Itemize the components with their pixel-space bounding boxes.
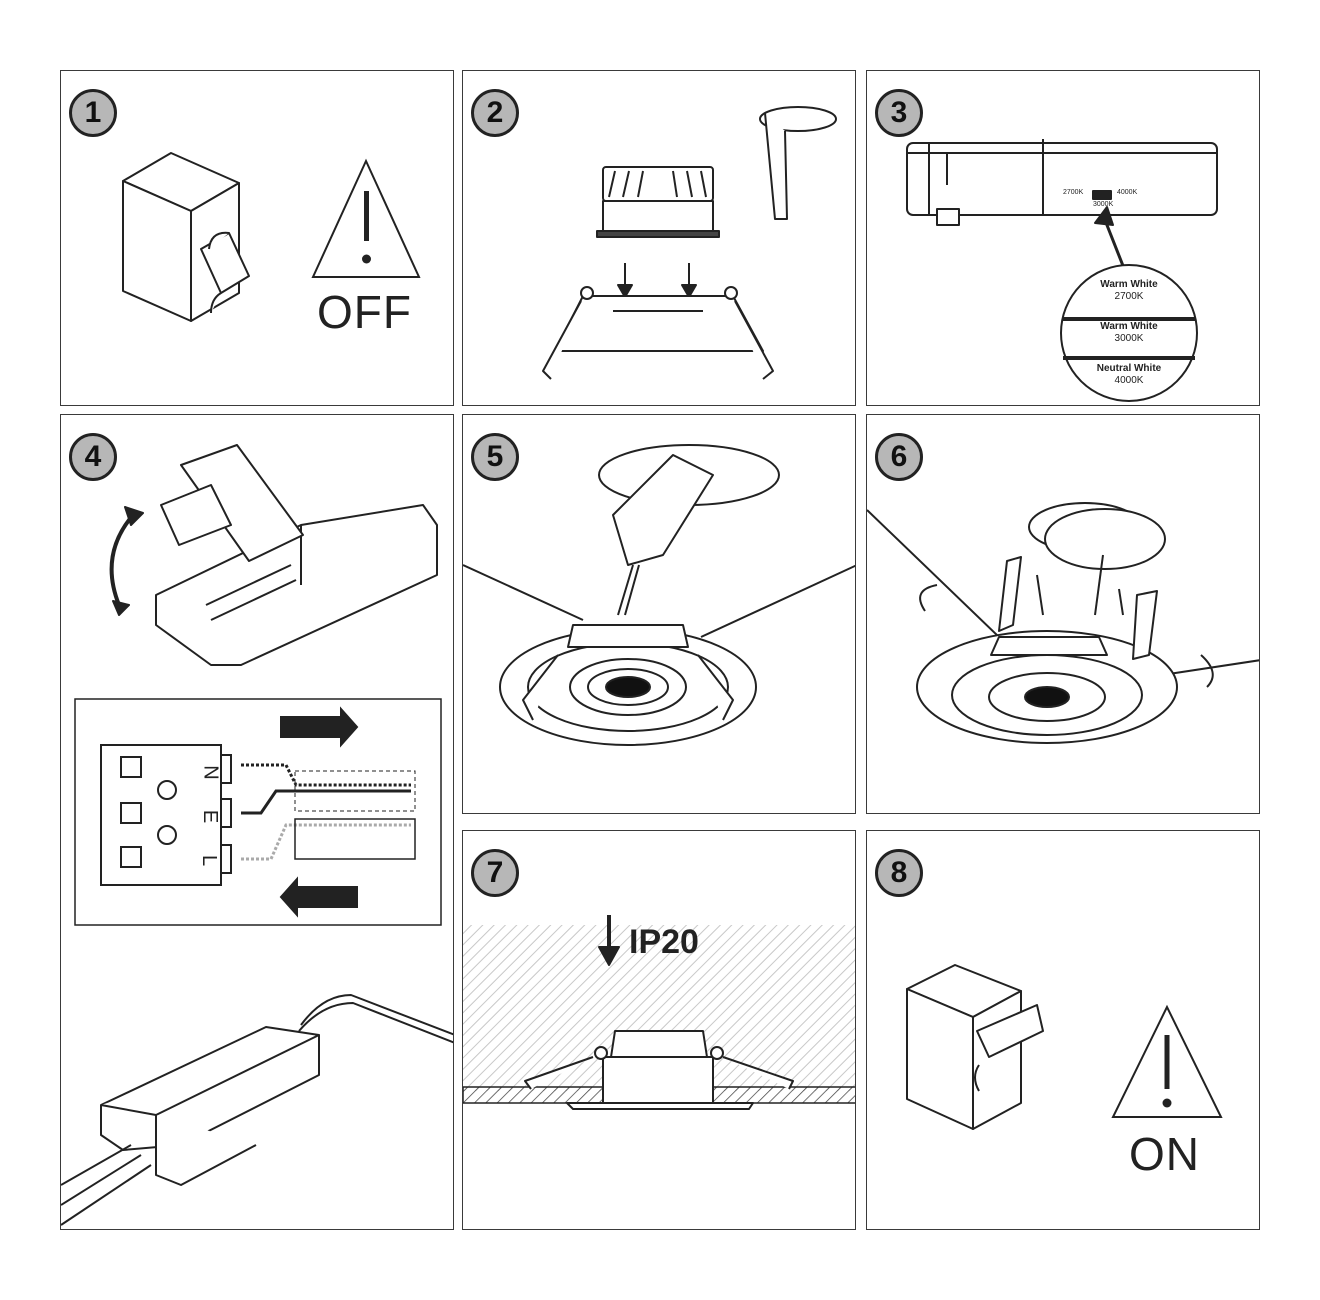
color-temp-warm-2700: Warm White 2700K [1079,279,1179,303]
color-temp-name: Warm White [1100,279,1158,290]
color-temp-name: Neutral White [1096,363,1162,374]
ceiling-mounting-illustration [463,915,855,1110]
step-3-panel: 3 2700K 3000K 4000K Warm White 2700K War… [866,70,1260,406]
color-temp-kelvin: 2700K [1114,291,1144,302]
terminal-letter-n: N [199,765,222,780]
color-temp-kelvin: 4000K [1114,375,1144,386]
switch-label-4000k: 4000K [1117,189,1138,196]
step-5-badge: 5 [471,433,519,481]
switch-label-3000k: 3000K [1093,201,1114,208]
color-temp-neutral-4000: Neutral White 4000K [1079,363,1179,387]
step-4-panel: 4 [60,414,454,1230]
driver-switch-illustration [906,139,1218,402]
step-2-panel: 2 [462,70,856,406]
terminal-block-illustration [61,444,453,1226]
step-1-panel: 1 OFF [60,70,454,406]
color-temp-warm-3000: Warm White 3000K [1079,321,1179,345]
fixture-installation-illustration [463,444,855,746]
step-3-badge: 3 [875,89,923,137]
warning-icon [1111,1004,1223,1118]
step-4-badge: 4 [69,433,117,481]
terminal-letter-e: E [199,809,222,824]
step-1-badge: 1 [69,89,117,137]
step-6-badge: 6 [875,433,923,481]
warning-icon [311,158,421,278]
off-label: OFF [317,286,412,338]
ip-rating-label: IP20 [629,923,699,961]
switch-label-2700k: 2700K [1063,189,1084,196]
step-7-panel: 7 IP20 [462,830,856,1230]
terminal-letter-l: L [198,854,221,867]
step-5-panel: 5 [462,414,856,814]
on-label: ON [1129,1128,1200,1180]
step-6-panel: 6 [866,414,1260,814]
circuit-breaker-off-illustration [122,152,250,322]
step-8-panel: 8 ON [866,830,1260,1230]
step-7-badge: 7 [471,849,519,897]
color-temp-name: Warm White [1100,321,1158,332]
module-insertion-illustration [542,106,837,380]
circuit-breaker-on-illustration [906,964,1044,1130]
fixture-rotation-illustration [867,502,1259,744]
step-2-badge: 2 [471,89,519,137]
color-temp-kelvin: 3000K [1114,333,1144,344]
step-8-badge: 8 [875,849,923,897]
